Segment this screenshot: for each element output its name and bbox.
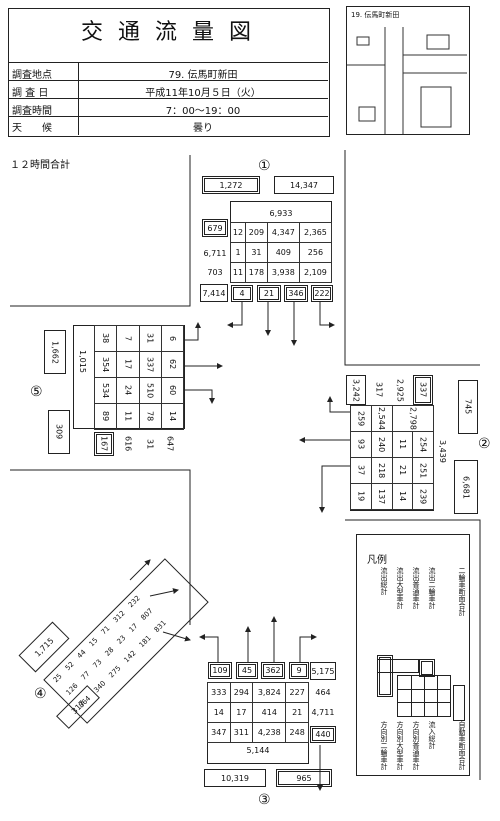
legend-top-4: 流出二輪車計 [428, 567, 436, 609]
legend-top-3: 流出普通車計 [412, 567, 420, 609]
map-title: 19. 伝馬町新田 [351, 11, 400, 19]
west-bottom-1: 167 [94, 432, 114, 456]
north-bottom-2: 21 [257, 285, 281, 302]
north-col-left-2: 6,711 [202, 244, 228, 262]
info-label-location: 調査地点 [12, 70, 52, 81]
legend-bottom-4: 流入総計 [428, 721, 436, 749]
info-value-date: 平成11年10月５日（火） [145, 88, 261, 99]
east-top-3: 2,925 [390, 375, 410, 405]
south-top-4: 9 [289, 662, 309, 679]
east-side-bottom: 6,681 [454, 460, 478, 514]
east-top-2: 317 [370, 375, 388, 405]
south-top-3: 362 [261, 662, 285, 679]
west-side-1: 1,662 [44, 330, 66, 374]
west-bottom-3: 31 [140, 432, 160, 456]
info-label-weather: 天 候 [12, 123, 52, 134]
east-top-1: 3,242 [346, 375, 366, 405]
southwest-id: ④ [34, 686, 47, 702]
south-right-2: 464 [310, 684, 336, 700]
legend-title: 凡例 [367, 555, 387, 566]
north-bottom-1: 4 [231, 285, 253, 302]
north-col-left-1: 679 [202, 219, 228, 237]
subtitle: １２時間合計 [10, 160, 70, 171]
location-map: 19. 伝馬町新田 [346, 6, 470, 135]
west-total: 1,015 [78, 350, 87, 373]
legend-top-2: 流出大型車計 [396, 567, 404, 609]
south-bottom-left: 10,319 [204, 769, 266, 787]
legend-bottom-3: 方向別普通車計 [412, 721, 420, 770]
north-col-left-3: 703 [202, 263, 228, 281]
west-id: ⑤ [30, 384, 43, 400]
legend: 凡例 流出総計 流出大型車計 流出普通車計 流出二輪車計 二輪車断面合計 方向別… [356, 534, 470, 776]
north-row-total: 6,933 [269, 209, 293, 218]
legend-top-1: 流出総計 [380, 567, 388, 595]
south-right-4: 440 [310, 726, 336, 743]
north-bottom-3: 346 [284, 285, 308, 302]
east-side-top: 745 [458, 380, 478, 434]
info-label-date: 調 査 日 [12, 88, 49, 99]
north-id: ① [258, 158, 271, 174]
west-bottom-4: 647 [160, 432, 180, 456]
legend-top-5: 二輪車断面合計 [458, 567, 466, 616]
page-title: 交 通 流 量 図 [81, 20, 255, 45]
south-top-1: 109 [208, 662, 232, 679]
info-value-location: 79. 伝馬町新田 [168, 70, 238, 81]
south-top-2: 45 [236, 662, 258, 679]
east-col-right: 3,439 [438, 440, 447, 463]
east-id: ② [478, 436, 491, 452]
legend-bottom-1: 方向別二輪車計 [380, 721, 388, 770]
south-right-3: 4,711 [310, 704, 336, 720]
legend-bottom-2: 方向別大型車計 [396, 721, 404, 770]
north-col-left-4: 7,414 [200, 284, 228, 302]
south-bottom-right: 965 [276, 769, 332, 787]
north-top-left: 1,272 [202, 176, 260, 194]
south-right-1: 5,175 [310, 662, 336, 680]
north-bottom-4: 222 [311, 285, 333, 302]
west-bottom-2: 616 [118, 432, 138, 456]
info-value-weather: 曇り [193, 123, 213, 134]
info-label-time: 調査時間 [12, 106, 52, 117]
south-id: ③ [258, 792, 271, 808]
info-value-time: 7：00〜19：00 [165, 106, 241, 117]
west-side-2: 309 [48, 410, 70, 454]
south-total-bottom: 5,144 [246, 746, 270, 755]
east-top-4: 337 [413, 375, 433, 405]
legend-bottom-5: 自動車断面合計 [458, 721, 466, 770]
north-top-right: 14,347 [274, 176, 334, 194]
